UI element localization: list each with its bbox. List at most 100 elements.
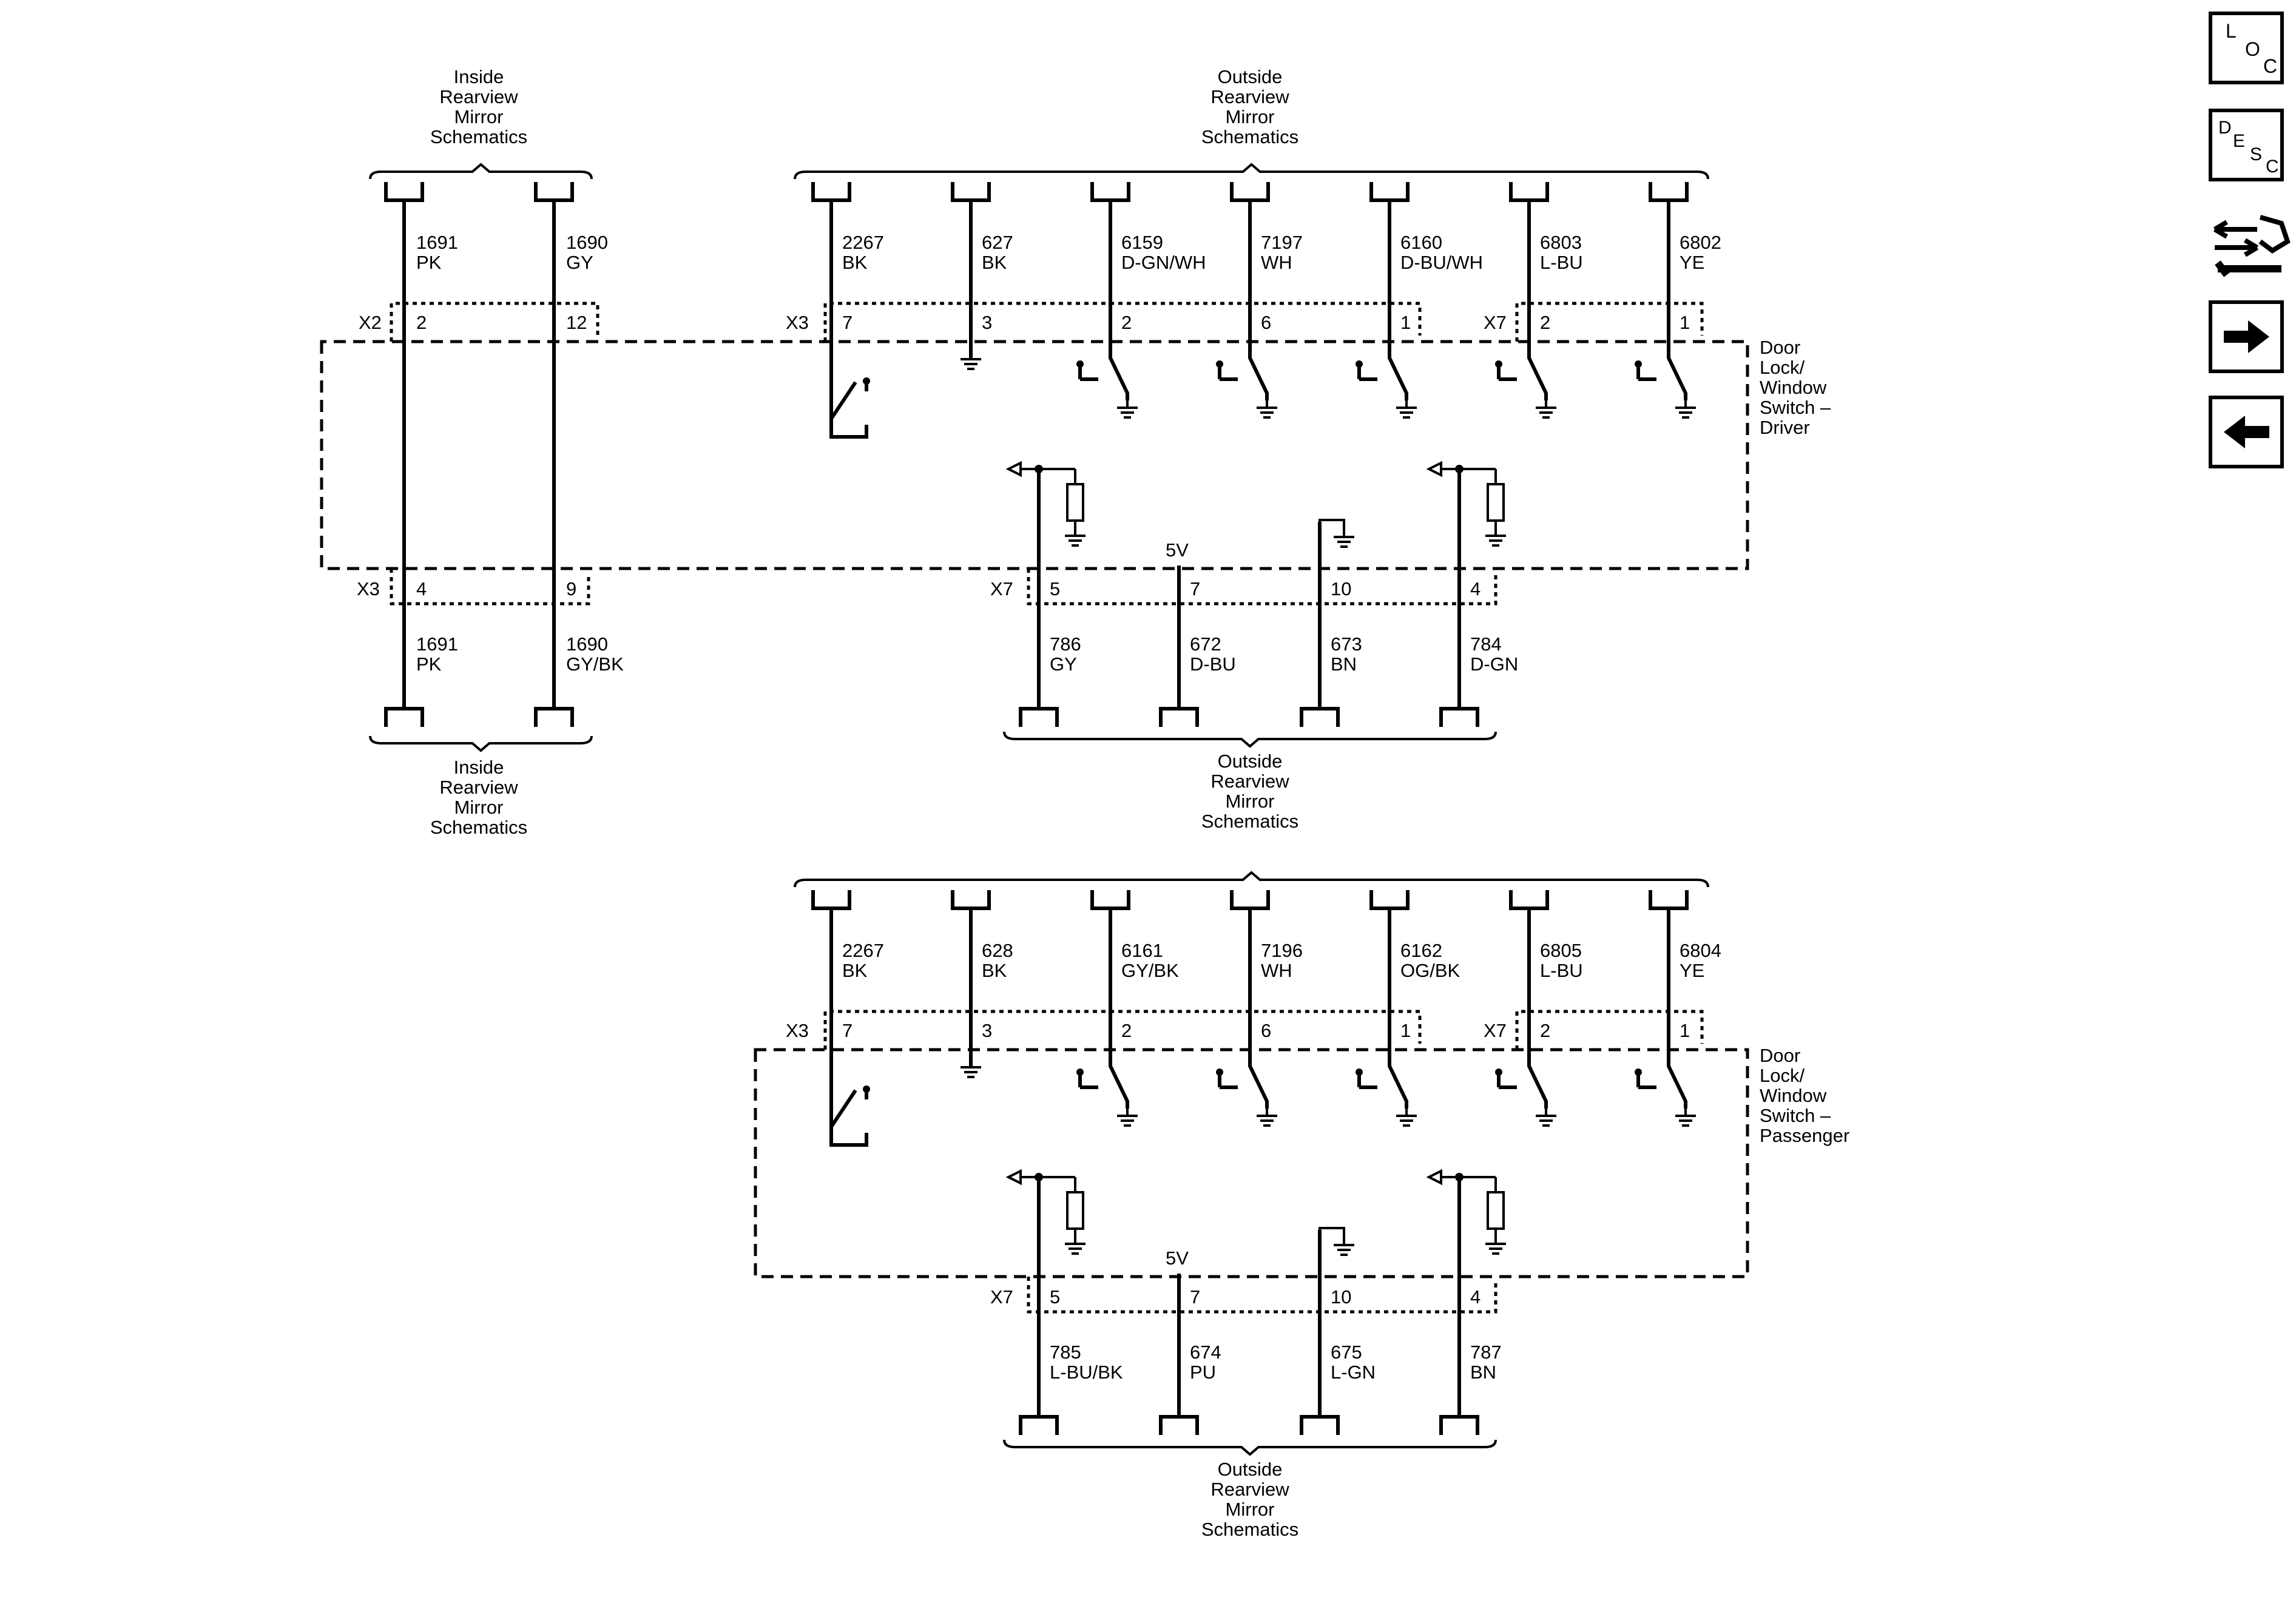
driver-bottom-outside-mirror-label-line: Outside [1218, 751, 1283, 772]
switch-pivot [1635, 360, 1642, 368]
inside-mirror-top-label-line: Schematics [430, 126, 527, 147]
ground-icon [1485, 1243, 1506, 1255]
driver-top-outside-mirror-label-line: Rearview [1210, 86, 1289, 107]
pin-number: 1 [1680, 312, 1690, 333]
pin-number: 1 [1400, 312, 1411, 333]
switch-blade [829, 381, 857, 420]
wire-color: WH [1261, 960, 1292, 981]
connector-terminal [1649, 182, 1689, 202]
connector-terminal [534, 707, 574, 727]
wire-color: PK [416, 252, 442, 273]
circuit-number: 6802 [1680, 232, 1721, 253]
wire-color: L-GN [1331, 1362, 1376, 1383]
circuit-number: 1690 [566, 232, 608, 253]
connector-terminal [1300, 707, 1340, 727]
pin-number: 6 [1261, 1020, 1271, 1041]
driver-top-brace [794, 163, 1709, 180]
resistor-icon [1066, 1191, 1084, 1230]
pin-number: 10 [1331, 578, 1351, 599]
switch-wire [829, 340, 868, 439]
wire-color: L-BU [1540, 252, 1583, 273]
wire-color: YE [1680, 252, 1704, 273]
arrow-icon [1005, 461, 1022, 478]
pin-number: 3 [982, 1020, 992, 1041]
passenger-switch-icon [1356, 1048, 1408, 1116]
passenger-switch-icon [1216, 1048, 1269, 1116]
driver-bottom-outside-mirror-label-line: Rearview [1210, 771, 1289, 792]
loc-button[interactable]: LOC [2209, 12, 2284, 84]
inside-mirror-bottom-label-line: Rearview [439, 777, 518, 798]
inside-mirror-bottom-brace [369, 735, 593, 752]
switch-blade [1527, 1048, 1548, 1109]
connector-terminal [534, 182, 574, 202]
arrows-icon [2213, 220, 2259, 257]
switch-blade [1388, 1048, 1408, 1109]
previous-page-button[interactable] [2209, 396, 2284, 468]
switch-blade [1109, 340, 1129, 400]
passenger-bottom-outside-mirror-label-line: Schematics [1201, 1519, 1298, 1540]
inside-x2-frame [390, 302, 599, 342]
resistor-icon [1066, 483, 1084, 522]
driver-x7-frame [1515, 302, 1704, 342]
ground-icon [1675, 407, 1696, 419]
passenger-x7-bottom-frame [1027, 1277, 1497, 1314]
ground-icon [1257, 407, 1277, 419]
inside-mirror-top-label-line: Mirror [454, 106, 504, 127]
switch-wire [829, 1048, 868, 1147]
passenger-switch-icon [1076, 1048, 1129, 1116]
node-dot [1455, 465, 1464, 473]
node-dot [1035, 465, 1043, 473]
circuit-number: 7197 [1261, 232, 1303, 253]
desc-icon: D [2218, 118, 2232, 138]
supply-label: 5V [1166, 539, 1189, 561]
connector-terminal [1230, 182, 1270, 202]
arrow-icon [1005, 1169, 1022, 1186]
switch-pivot [1356, 360, 1363, 368]
inside-mirror-bottom-label-line: Mirror [454, 797, 504, 818]
circuit-number: 1691 [416, 232, 458, 253]
switch-pivot [1635, 1068, 1642, 1076]
passenger-module-outline [754, 1048, 1749, 1278]
pin-number: 4 [1470, 578, 1481, 599]
driver-switch-icon [1216, 340, 1269, 408]
pin-number: 9 [566, 578, 576, 599]
passenger-pullup-resistor [1005, 1169, 1084, 1244]
driver-switch-icon [1495, 340, 1548, 408]
pin-number: 5 [1050, 578, 1060, 599]
ground-icon [1117, 1115, 1138, 1127]
driver-module-label-line: Driver [1760, 417, 1810, 438]
switch-blade [1109, 1048, 1129, 1109]
circuit-number: 7196 [1261, 940, 1303, 961]
driver-module-label-line: Door [1760, 337, 1800, 358]
wrench-icon [2215, 260, 2281, 277]
inside-mirror-top-label-line: Rearview [439, 86, 518, 107]
connector-terminal [1369, 890, 1410, 910]
next-page-button[interactable] [2209, 300, 2284, 373]
wire-color: GY/BK [566, 653, 624, 675]
circuit-number: 1691 [416, 633, 458, 655]
connector-id: X2 [359, 312, 382, 333]
driver-ground-icon [1334, 536, 1354, 548]
pin-number: 7 [842, 1020, 853, 1041]
driver-module-label-line: Window [1760, 377, 1827, 398]
circuit-number: 6803 [1540, 232, 1582, 253]
switch-blade [1248, 340, 1269, 400]
switch-pivot [1216, 1068, 1223, 1076]
driver-switch-icon [1635, 340, 1687, 408]
ground-icon [1675, 1115, 1696, 1127]
wire-color: D-BU/WH [1400, 252, 1483, 273]
switch-pivot [1495, 360, 1502, 368]
connector-repair-button[interactable] [2213, 215, 2291, 277]
pin-number: 1 [1680, 1020, 1690, 1041]
connector-terminal [1300, 1415, 1340, 1435]
